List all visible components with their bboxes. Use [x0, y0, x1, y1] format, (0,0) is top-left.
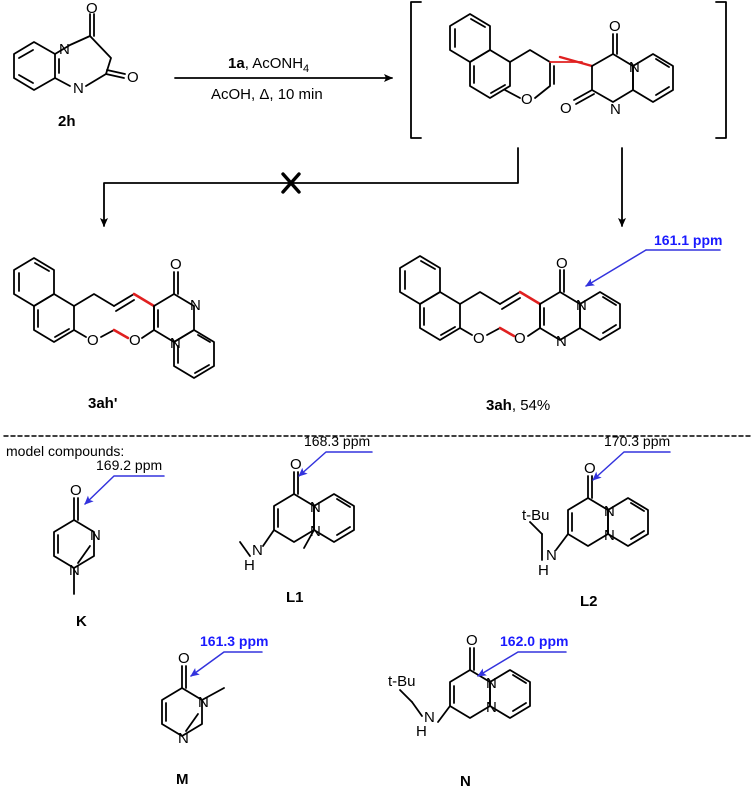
atom-N: N [556, 333, 567, 350]
shift-arrow-L1 [298, 451, 373, 477]
shift-label-N: 162.0 ppm [500, 633, 568, 649]
compound-label-3ah-prime: 3ah' [88, 395, 117, 412]
compound-yield: , 54% [512, 397, 550, 414]
structure-intermediate [449, 13, 674, 105]
shift-arrow-L2 [592, 451, 671, 481]
shift-label-3ah: 161.1 ppm [654, 232, 722, 248]
compound-label-L2: L2 [580, 593, 598, 610]
atom-N: N [170, 335, 181, 352]
atom-O: O [473, 330, 485, 347]
reagent-label: 1a, AcONH4 [228, 55, 309, 75]
atom-H: H [244, 557, 255, 574]
atom-N: N [610, 101, 621, 118]
atom-N: N [310, 523, 321, 540]
conditions-label: AcOH, Δ, 10 min [211, 86, 323, 103]
bracket-left [410, 1, 422, 139]
atom-O: O [87, 332, 99, 349]
atom-H: H [538, 562, 549, 579]
compound-label-M: M [176, 771, 189, 788]
reagent-1a: 1a [228, 55, 245, 72]
atom-N: N [252, 542, 263, 559]
atom-N: N [198, 694, 209, 711]
atom-tbu: t-Bu [522, 507, 550, 524]
atom-O: O [178, 650, 190, 667]
blocked-pathway-cross [281, 172, 301, 194]
structure-N [399, 647, 531, 723]
structure-L2 [529, 475, 649, 561]
atom-labels: O N N O O O N N O O O O N N O O O N N O … [59, 0, 640, 747]
atom-N: N [73, 80, 84, 97]
atom-O: O [127, 69, 139, 86]
bracket-right [715, 1, 727, 139]
atom-N: N [604, 527, 615, 544]
structure-3ah-prime [13, 257, 215, 379]
atom-O: O [556, 255, 568, 272]
atom-N: N [604, 503, 615, 520]
reagent-subscript: 4 [303, 63, 309, 75]
structure-K [53, 497, 95, 595]
atom-O: O [521, 91, 533, 108]
atom-N: N [486, 699, 497, 716]
atom-N: N [190, 297, 201, 314]
atom-N: N [486, 675, 497, 692]
atom-N: N [90, 527, 101, 544]
atom-N: N [178, 730, 189, 747]
atom-N: N [69, 562, 80, 579]
shift-arrow-N [477, 651, 567, 677]
atom-O: O [129, 332, 141, 349]
atom-O: O [86, 0, 98, 17]
atom-O: O [584, 460, 596, 477]
reagent-rest: , AcONH [245, 55, 303, 72]
atom-O: O [609, 18, 621, 35]
structure-3ah [399, 255, 621, 341]
structure-M [161, 665, 225, 737]
atom-O: O [290, 456, 302, 473]
compound-label-K: K [76, 613, 87, 630]
compound-label-L1: L1 [286, 589, 304, 606]
atom-O: O [560, 100, 572, 117]
atom-N: N [629, 59, 640, 76]
atom-N: N [59, 41, 70, 58]
shift-label-M: 161.3 ppm [200, 633, 268, 649]
atom-O: O [466, 632, 478, 649]
atom-N: N [546, 547, 557, 564]
compound-label-N: N [460, 773, 471, 790]
atom-tbu: t-Bu [388, 673, 416, 690]
atom-O: O [70, 482, 82, 499]
structure-L1 [239, 471, 355, 557]
atom-O: O [514, 330, 526, 347]
atom-N: N [424, 709, 435, 726]
atom-H: H [416, 723, 427, 740]
atom-N: N [576, 297, 587, 314]
shift-label-L1: 168.3 ppm [304, 433, 370, 449]
compound-label-3ah-bold: 3ah [486, 397, 512, 414]
atom-O: O [170, 256, 182, 273]
shift-label-K: 169.2 ppm [96, 457, 162, 473]
shift-label-L2: 170.3 ppm [604, 433, 670, 449]
shift-arrow-M [190, 651, 263, 677]
structure-2h [13, 13, 126, 91]
shift-arrow-K [84, 475, 165, 505]
compound-label-2h: 2h [58, 113, 76, 130]
section-heading-models: model compounds: [6, 443, 124, 459]
atom-N: N [310, 499, 321, 516]
compound-label-3ah: 3ah, 54% [486, 397, 550, 414]
